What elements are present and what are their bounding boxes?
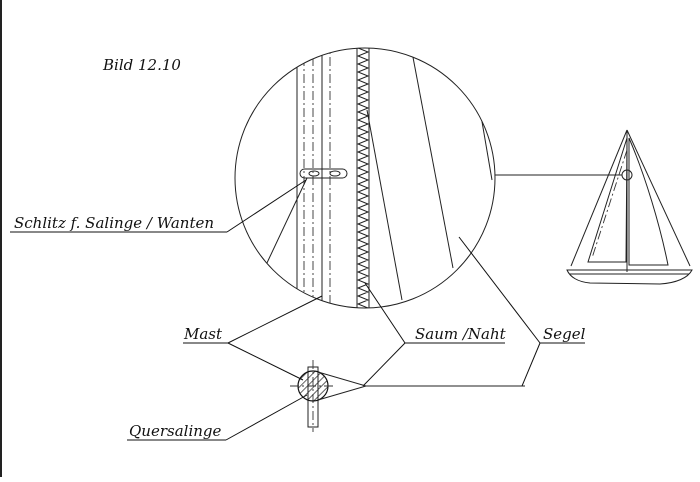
slot-hole [308, 170, 320, 177]
seam-label: Saum /Naht [415, 325, 507, 343]
mast-leader-lower [227, 342, 304, 381]
jib-dash-line [591, 149, 628, 259]
detail-marker [621, 169, 633, 181]
sail-leader-lower [521, 342, 541, 387]
sail-label: Segel [543, 325, 586, 343]
slot-leader-line [226, 179, 307, 233]
sail-leader-upper [458, 236, 541, 344]
seam-leader-upper [364, 282, 406, 344]
detail-magnifier [234, 47, 496, 309]
spreader-label: Quersalinge [129, 422, 222, 440]
detail-circle [234, 47, 496, 309]
sail-panel-line [366, 109, 403, 301]
sailboat-illustration [566, 129, 693, 285]
spreader-leader-line [225, 394, 308, 441]
spreader-slot [299, 168, 348, 179]
mast-label: Mast [183, 325, 223, 343]
seam-leader-lower [362, 342, 406, 387]
mast-leader-upper [227, 295, 323, 344]
sail-panel-line [479, 109, 493, 181]
mast-cross-section [290, 360, 525, 432]
jib-sail [587, 137, 628, 263]
slot-label: Schlitz f. Salinge / Wanten [14, 214, 214, 232]
forestay-line [570, 129, 628, 267]
sail-panel-line [411, 51, 454, 269]
boat-hull [566, 269, 693, 285]
seam-stitch-zigzag [356, 48, 370, 308]
slot-hole [329, 170, 341, 177]
main-sail [628, 137, 669, 266]
backstay-line [626, 129, 691, 267]
figure-label: Bild 12.10 [102, 56, 181, 74]
shroud-line [265, 177, 308, 266]
